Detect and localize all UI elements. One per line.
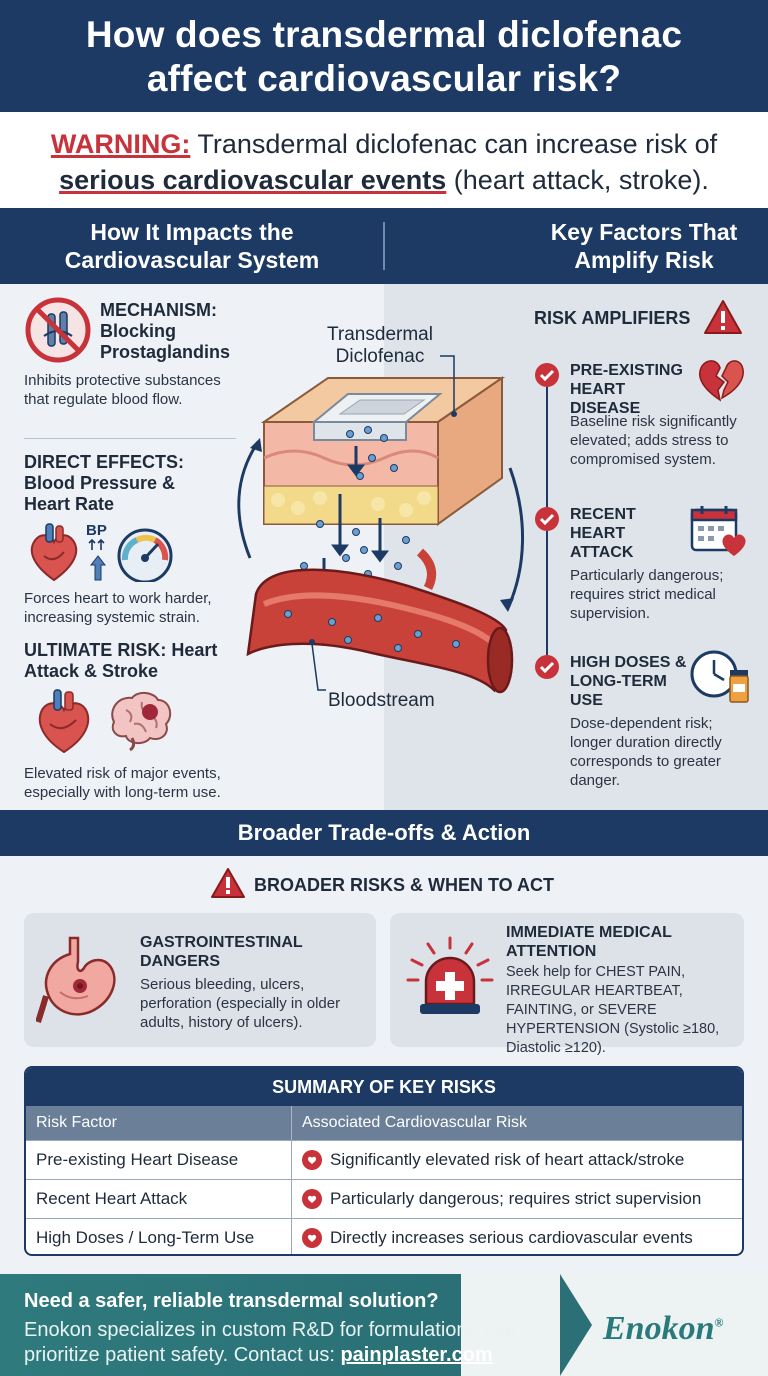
contact-link[interactable]: painplaster.com — [340, 1344, 493, 1366]
warning-banner: WARNING: Transdermal diclofenac can incr… — [0, 112, 768, 208]
mechanism-heading: MECHANISM: Blocking Prostaglandins — [100, 300, 231, 362]
amplifier-1-text: Baseline risk significantly elevated; ad… — [570, 413, 737, 468]
gi-heading: GASTROINTESTINAL DANGERS — [140, 934, 303, 970]
footer-banner: Need a safer, reliable transdermal solut… — [0, 1274, 768, 1376]
amplifier-2-text: Particularly dangerous; requires strict … — [570, 567, 724, 622]
table-cell: Recent Heart Attack — [26, 1180, 292, 1218]
prostaglandin-block-icon — [25, 297, 91, 363]
check-icon — [535, 363, 559, 387]
right-column-header: Key Factors That Amplify Risk — [384, 208, 768, 284]
column-divider — [383, 222, 385, 270]
patch-label: Transdermal Diclofenac — [327, 324, 433, 367]
table-cell: Particularly dangerous; requires strict … — [330, 1189, 702, 1208]
heart-dot-icon — [302, 1189, 322, 1209]
footer-text: Enokon specializes in custom R&D for for… — [24, 1318, 564, 1368]
summary-header-row: Risk Factor Associated Cardiovascular Ri… — [26, 1106, 742, 1140]
warning-text-1: Transdermal diclofenac can increase risk… — [190, 129, 718, 159]
amplifier-2-heading: RECENT HEART ATTACK — [570, 506, 636, 561]
direct-effects-text: Forces heart to work harder, increasing … — [24, 590, 212, 626]
mechanism-text: Inhibits protective substances that regu… — [24, 372, 221, 408]
calendar-heart-icon — [690, 506, 746, 556]
check-icon — [535, 655, 559, 679]
table-cell: Significantly elevated risk of heart att… — [330, 1150, 685, 1169]
check-icon — [535, 507, 559, 531]
right-column-header-text: Key Factors That Amplify Risk — [550, 219, 738, 273]
broader-risks-heading: BROADER RISKS & WHEN TO ACT — [254, 875, 555, 895]
broken-heart-icon — [699, 360, 744, 402]
table-cell-risk: Significantly elevated risk of heart att… — [292, 1141, 742, 1179]
table-cell: Pre-existing Heart Disease — [26, 1141, 292, 1179]
footer-question: Need a safer, reliable transdermal solut… — [24, 1290, 439, 1312]
brand-logo: Enokon® — [603, 1310, 723, 1348]
transdermal-diagram — [237, 355, 525, 694]
table-row: Pre-existing Heart Disease Significantly… — [26, 1140, 742, 1179]
brand-name: Enokon — [603, 1310, 715, 1347]
heart-dot-icon — [302, 1150, 322, 1170]
gi-text: Serious bleeding, ulcers, perforation (e… — [140, 976, 341, 1031]
summary-title: SUMMARY OF KEY RISKS — [26, 1068, 742, 1106]
stomach-icon — [36, 936, 116, 1023]
tradeoffs-header: Broader Trade-offs & Action — [0, 810, 768, 856]
warning-triangle-icon — [211, 868, 245, 898]
heart-dot-icon — [302, 1228, 322, 1248]
amplifier-1-heading: PRE-EXISTING HEART DISEASE — [570, 362, 683, 417]
left-separator — [24, 438, 236, 439]
warning-label: WARNING: — [50, 129, 191, 159]
ultimate-risk-heading: ULTIMATE RISK: Heart Attack & Stroke — [24, 640, 218, 681]
warning-emphasis: serious cardiovascular events — [59, 165, 447, 195]
table-cell-risk: Particularly dangerous; requires strict … — [292, 1180, 742, 1218]
footer-body: Enokon specializes in custom R&D for for… — [24, 1319, 517, 1366]
ultimate-risk-text: Elevated risk of major events, especiall… — [24, 765, 221, 801]
amplifier-3-text: Dose-dependent risk; longer duration dir… — [570, 715, 722, 789]
attention-text: Seek help for CHEST PAIN, IRREGULAR HEAR… — [506, 964, 720, 1056]
emergency-siren-icon — [406, 936, 494, 1014]
arrow-up-icon — [88, 538, 107, 581]
table-row: Recent Heart Attack Particularly dangero… — [26, 1179, 742, 1218]
heart-icon — [30, 523, 78, 582]
table-row: High Doses / Long-Term Use Directly incr… — [26, 1218, 742, 1254]
attention-heading: IMMEDIATE MEDICAL ATTENTION — [506, 924, 672, 960]
summary-column-header: Associated Cardiovascular Risk — [302, 1114, 527, 1131]
table-cell: High Doses / Long-Term Use — [26, 1219, 292, 1254]
summary-column-header: Risk Factor — [26, 1106, 292, 1140]
registered-mark: ® — [714, 1315, 724, 1330]
warning-triangle-icon — [704, 300, 742, 334]
title-bar: How does transdermal diclofenac affect c… — [0, 0, 768, 112]
amplifier-3-heading: HIGH DOSES & LONG-TERM USE — [570, 654, 687, 709]
bp-label: BP — [86, 522, 107, 539]
clock-medicine-icon — [690, 650, 749, 703]
summary-table: SUMMARY OF KEY RISKS Risk Factor Associa… — [24, 1066, 744, 1256]
risk-amplifiers-title: RISK AMPLIFIERS — [534, 308, 691, 328]
anatomical-heart-icon — [38, 689, 90, 754]
page-title: How does transdermal diclofenac affect c… — [85, 14, 683, 99]
footer-arrow-shape — [560, 1274, 592, 1376]
warning-text-2: (heart attack, stroke). — [446, 165, 709, 195]
bloodstream-label: Bloodstream — [328, 690, 435, 711]
left-column-header: How It Impacts the Cardiovascular System — [0, 208, 384, 284]
brain-icon — [111, 692, 172, 752]
table-cell-risk: Directly increases serious cardiovascula… — [292, 1219, 742, 1254]
left-column-header-text: How It Impacts the Cardiovascular System — [64, 219, 320, 273]
gauge-icon — [117, 528, 173, 582]
direct-effects-heading: DIRECT EFFECTS: Blood Pressure & Heart R… — [24, 452, 184, 514]
table-cell: Directly increases serious cardiovascula… — [330, 1228, 693, 1247]
